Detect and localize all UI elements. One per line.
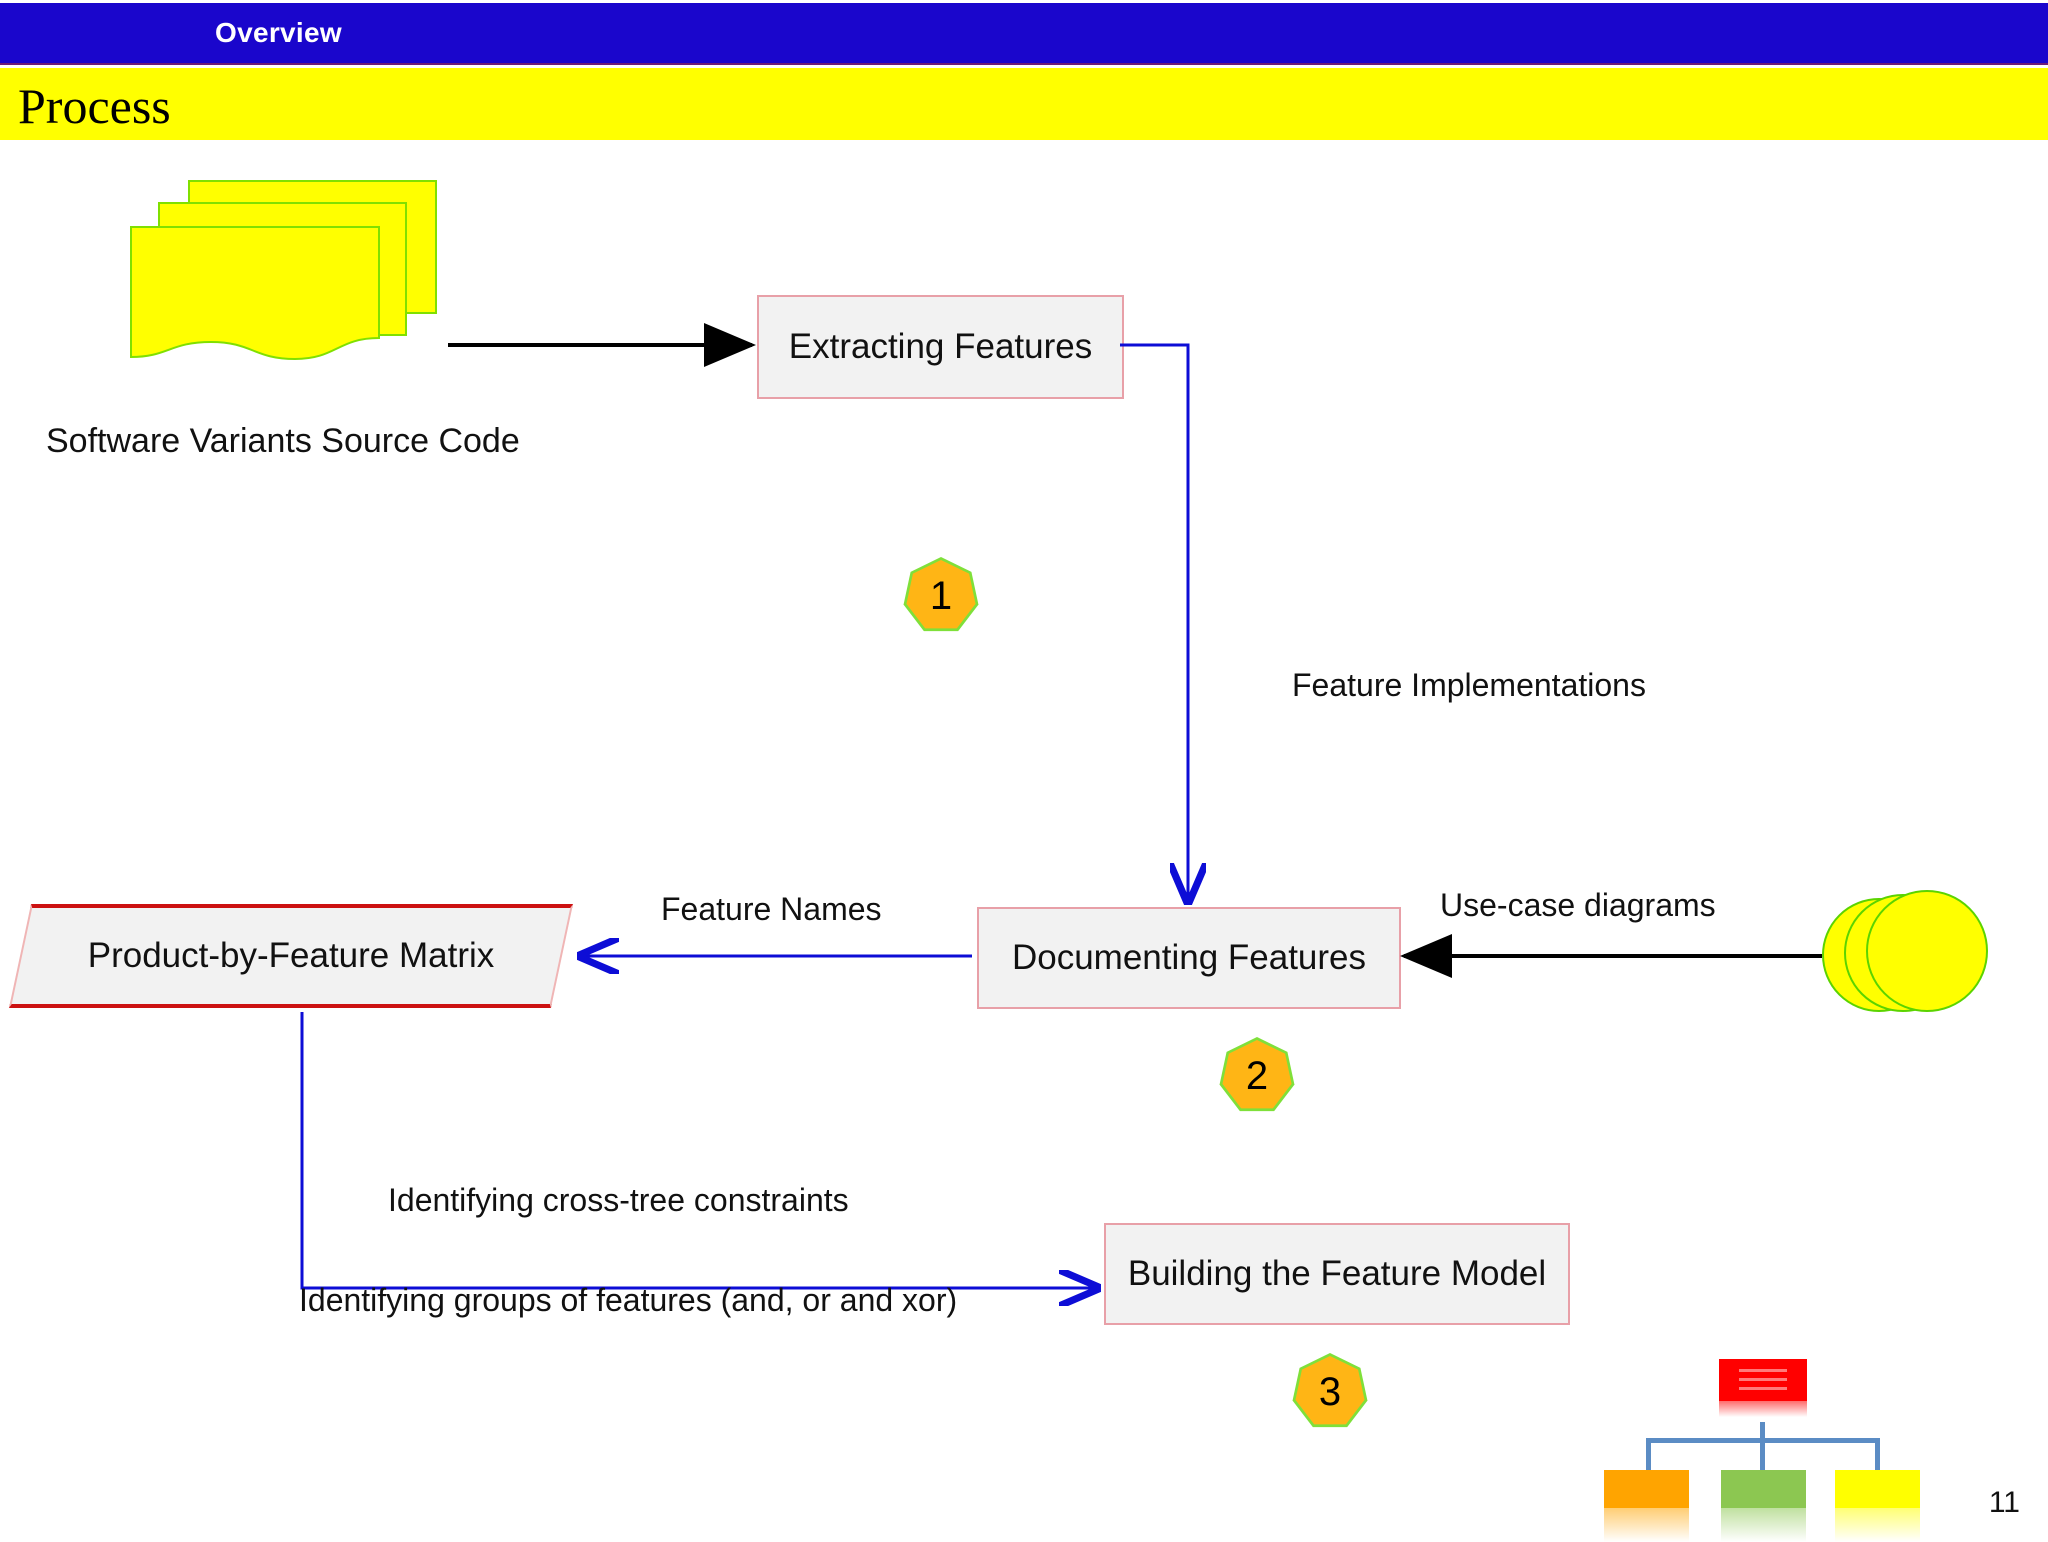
fm-leaf-node-3 xyxy=(1835,1470,1920,1508)
step-extracting-features-box[interactable]: Extracting Features xyxy=(757,295,1124,399)
step-3-label: Building the Feature Model xyxy=(1127,1254,1547,1293)
source-sheet-front xyxy=(130,226,380,361)
product-by-feature-matrix[interactable]: Product-by-Feature Matrix xyxy=(8,904,574,1008)
page-number: 11 xyxy=(1988,1486,2020,1519)
fm-leaf-node-2 xyxy=(1721,1470,1806,1508)
badge-step-3: 3 xyxy=(1295,1356,1365,1425)
fm-leaf-reflection-2 xyxy=(1721,1508,1806,1542)
fm-leaf-node-1 xyxy=(1604,1470,1689,1508)
step-building-feature-model-box[interactable]: Building the Feature Model xyxy=(1104,1223,1570,1325)
badge-3-number: 3 xyxy=(1318,1369,1342,1414)
fm-leaf-reflection-3 xyxy=(1835,1508,1920,1542)
label-feature-groups: Identifying groups of features (and, or … xyxy=(299,1282,958,1318)
fm-root-reflection xyxy=(1719,1401,1807,1417)
edge-extracting-to-documenting xyxy=(1120,343,1188,902)
feature-model-thumbnail xyxy=(1590,1340,1990,1542)
step-documenting-features-box[interactable]: Documenting Features xyxy=(977,907,1401,1009)
step-1-label: Extracting Features xyxy=(788,327,1093,366)
fm-root-line-1 xyxy=(1739,1369,1787,1372)
source-artifact-caption: Software Variants Source Code xyxy=(46,422,520,460)
matrix-label: Product-by-Feature Matrix xyxy=(87,936,495,975)
fm-root-line-3 xyxy=(1739,1387,1787,1390)
fm-connector-vertical-root xyxy=(1760,1422,1765,1470)
fm-connector-left xyxy=(1646,1438,1651,1470)
fm-root-line-2 xyxy=(1739,1378,1787,1381)
process-diagram: Software Variants Source Code Extracting… xyxy=(0,140,2048,1542)
slide-title-bar xyxy=(0,68,2048,140)
label-feature-names: Feature Names xyxy=(661,891,882,927)
software-variants-stack xyxy=(130,180,450,370)
label-feature-implementations: Feature Implementations xyxy=(1292,667,1646,703)
badge-1-number: 1 xyxy=(929,573,953,618)
badge-step-1: 1 xyxy=(906,560,976,629)
use-case-artifact xyxy=(1822,890,2022,1015)
label-use-case-diagrams: Use-case diagrams xyxy=(1440,887,1716,923)
section-label: Overview xyxy=(215,17,342,48)
edge-matrix-to-building xyxy=(300,1012,1098,1288)
use-case-circle-front xyxy=(1866,890,1988,1012)
fm-connector-right xyxy=(1875,1438,1880,1470)
overview-header-bar: Overview xyxy=(0,3,2048,65)
step-2-label: Documenting Features xyxy=(1011,938,1367,977)
label-cross-tree-constraints: Identifying cross-tree constraints xyxy=(388,1182,849,1218)
fm-leaf-reflection-1 xyxy=(1604,1508,1689,1542)
badge-step-2: 2 xyxy=(1222,1040,1292,1109)
fm-connector-horizontal xyxy=(1646,1438,1880,1443)
badge-2-number: 2 xyxy=(1245,1053,1269,1098)
page-title: Process xyxy=(18,78,171,134)
